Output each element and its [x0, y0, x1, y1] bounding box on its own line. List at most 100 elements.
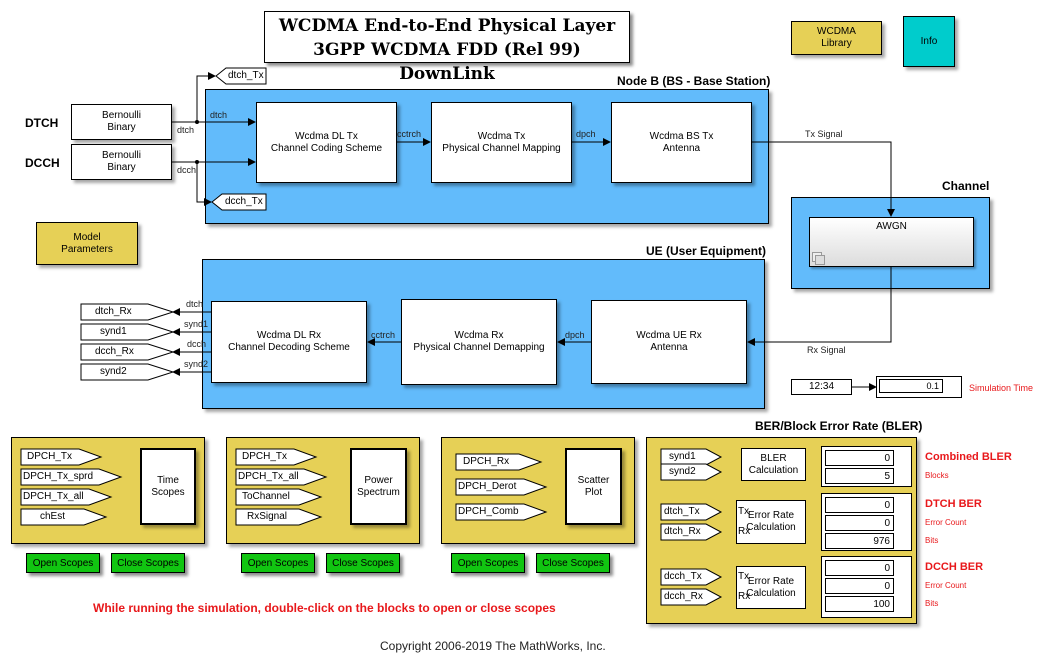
sig-label-dtch-src: dtch [177, 125, 195, 135]
from-tag-tochannel[interactable]: ToChannel [235, 488, 323, 506]
from-tag-dpch-derot[interactable]: DPCH_Derot [455, 478, 548, 496]
bler-blocks-label: Blocks [925, 471, 949, 480]
from-tag-dpch-rx[interactable]: DPCH_Rx [455, 453, 543, 471]
sim-time-display[interactable]: 0.1 [876, 376, 962, 398]
dtch-label: DTCH [25, 116, 59, 130]
dcch-error-rate-block[interactable]: Error Rate Calculation [736, 566, 806, 609]
dtch-ber-value-2: 976 [825, 533, 894, 549]
from-tag-dcch-rx[interactable]: dcch_Rx [660, 588, 723, 606]
dl-rx-channel-decoding-block[interactable]: Wcdma DL Rx Channel Decoding Scheme [211, 301, 367, 383]
dcch-ber-title: DCCH BER [925, 561, 984, 573]
dcch-port-tx: Tx [738, 571, 750, 582]
ue-rx-antenna-block[interactable]: Wcdma UE Rx Antenna [591, 300, 747, 384]
power-spectrum-block[interactable]: Power Spectrum [350, 448, 407, 525]
combined-bler-title: Combined BLER [925, 451, 1012, 463]
bler-value-1: 5 [825, 468, 894, 484]
dcch-ber-value-1: 0 [825, 578, 894, 594]
node-b-label: Node B (BS - Base Station) [617, 74, 771, 88]
dcch-label: DCCH [25, 156, 60, 170]
dtch-ber-display: 0 0 976 [821, 493, 912, 551]
power-close-scopes-button[interactable]: Close Scopes [326, 553, 400, 573]
sim-time-label: Simulation Time [969, 383, 1034, 393]
sig-label-out-2: dcch [187, 339, 207, 349]
time-close-scopes-button[interactable]: Close Scopes [111, 553, 185, 573]
model-parameters-button[interactable]: Model Parameters [36, 222, 138, 265]
sig-label-cctrch-rx: cctrch [371, 330, 396, 340]
power-open-scopes-button[interactable]: Open Scopes [241, 553, 315, 573]
from-tag-bler-synd1[interactable]: synd1 [660, 448, 723, 466]
clock-block[interactable]: 12:34 [791, 379, 852, 395]
bler-calculation-block[interactable]: BLER Calculation [741, 448, 806, 481]
from-tag-dtch-rx[interactable]: dtch_Rx [660, 523, 723, 541]
dtch-ber-value-1: 0 [825, 515, 894, 531]
branch-point-dcch [195, 160, 199, 164]
from-tag-dpch-tx-sprd[interactable]: DPCH_Tx_sprd [20, 468, 123, 486]
from-tag-chest[interactable]: chEst [20, 508, 108, 526]
info-button[interactable]: Info [903, 16, 955, 67]
from-tag-ps-dpch-tx-all[interactable]: DPCH_Tx_all [235, 468, 328, 486]
dtch-bits-label: Bits [925, 536, 939, 545]
time-scopes-block[interactable]: Time Scopes [140, 448, 196, 525]
bs-tx-antenna-block[interactable]: Wcdma BS Tx Antenna [611, 102, 752, 183]
from-tag-dpch-comb[interactable]: DPCH_Comb [455, 503, 548, 521]
channel-label: Channel [942, 179, 990, 193]
subsystem-icon [812, 252, 825, 265]
goto-tag-dcch-tx[interactable]: dcch_Tx [211, 193, 267, 211]
goto-tag-dtch-tx[interactable]: dtch_Tx [215, 67, 267, 85]
tx-physical-channel-mapping-block[interactable]: Wcdma Tx Physical Channel Mapping [431, 102, 572, 183]
from-tag-bler-synd2[interactable]: synd2 [660, 463, 723, 481]
instruction-note: While running the simulation, double-cli… [93, 601, 556, 615]
scatter-open-scopes-button[interactable]: Open Scopes [451, 553, 525, 573]
ue-label: UE (User Equipment) [646, 244, 767, 258]
dcch-ber-value-0: 0 [825, 560, 894, 576]
from-tag-dcch-tx[interactable]: dcch_Tx [660, 568, 723, 586]
copyright: Copyright 2006-2019 The MathWorks, Inc. [380, 639, 606, 653]
title-line-1: WCDMA End-to-End Physical Layer [278, 16, 616, 36]
awgn-block[interactable]: AWGN [809, 217, 974, 267]
sig-label-tx-signal: Tx Signal [805, 129, 843, 139]
time-open-scopes-button[interactable]: Open Scopes [26, 553, 100, 573]
model-title: WCDMA End-to-End Physical Layer 3GPP WCD… [264, 11, 630, 84]
dcch-ber-display: 0 0 100 [821, 556, 912, 618]
bler-value-0: 0 [825, 450, 894, 466]
sig-label-out-0: dtch [186, 299, 204, 309]
rx-physical-channel-demapping-block[interactable]: Wcdma Rx Physical Channel Demapping [401, 299, 557, 385]
goto-tag-synd2[interactable]: synd2 [80, 363, 175, 381]
dcch-ber-value-2: 100 [825, 596, 894, 612]
dl-tx-channel-coding-block[interactable]: Wcdma DL Tx Channel Coding Scheme [256, 102, 397, 183]
from-tag-ps-dpch-tx[interactable]: DPCH_Tx [235, 448, 318, 466]
sig-label-out-3: synd2 [184, 359, 209, 369]
scatter-plot-block[interactable]: Scatter Plot [565, 448, 622, 525]
wcdma-library-button[interactable]: WCDMA Library [791, 21, 882, 55]
bler-display: 0 5 [821, 446, 912, 487]
dtch-port-tx: Tx [738, 506, 750, 517]
dcch-bits-label: Bits [925, 599, 939, 608]
goto-tag-dtch-rx[interactable]: dtch_Rx [80, 303, 175, 321]
ber-label: BER/Block Error Rate (BLER) [755, 419, 923, 433]
from-tag-dpch-tx[interactable]: DPCH_Tx [20, 448, 103, 466]
title-line-2: 3GPP WCDMA FDD (Rel 99) DownLink [313, 40, 581, 84]
from-tag-dpch-tx-all[interactable]: DPCH_Tx_all [20, 488, 113, 506]
sig-label-out-1: synd1 [184, 319, 209, 329]
sig-label-dpch-rx: dpch [565, 330, 585, 340]
dtch-error-rate-block[interactable]: Error Rate Calculation [736, 500, 806, 544]
bernoulli-binary-dtch[interactable]: Bernoulli Binary [71, 104, 172, 140]
branch-point-dtch [195, 120, 199, 124]
dtch-ber-title: DTCH BER [925, 498, 982, 510]
from-tag-rxsignal[interactable]: RxSignal [235, 508, 323, 526]
sig-label-dtch-in: dtch [210, 110, 228, 120]
bernoulli-binary-dcch[interactable]: Bernoulli Binary [71, 144, 172, 180]
dtch-port-rx: Rx [738, 526, 751, 537]
dtch-error-count-label: Error Count [925, 518, 967, 527]
awgn-label: AWGN [876, 221, 907, 232]
dtch-ber-value-0: 0 [825, 497, 894, 513]
sig-label-dcch-src: dcch [177, 165, 197, 175]
scatter-close-scopes-button[interactable]: Close Scopes [536, 553, 610, 573]
from-tag-dtch-tx[interactable]: dtch_Tx [660, 503, 723, 521]
sim-time-value: 0.1 [879, 379, 943, 393]
dcch-error-count-label: Error Count [925, 581, 967, 590]
goto-tag-dcch-rx[interactable]: dcch_Rx [80, 343, 175, 361]
goto-tag-synd1[interactable]: synd1 [80, 323, 175, 341]
sig-label-cctrch-tx: cctrch [397, 129, 422, 139]
dcch-port-rx: Rx [738, 591, 751, 602]
